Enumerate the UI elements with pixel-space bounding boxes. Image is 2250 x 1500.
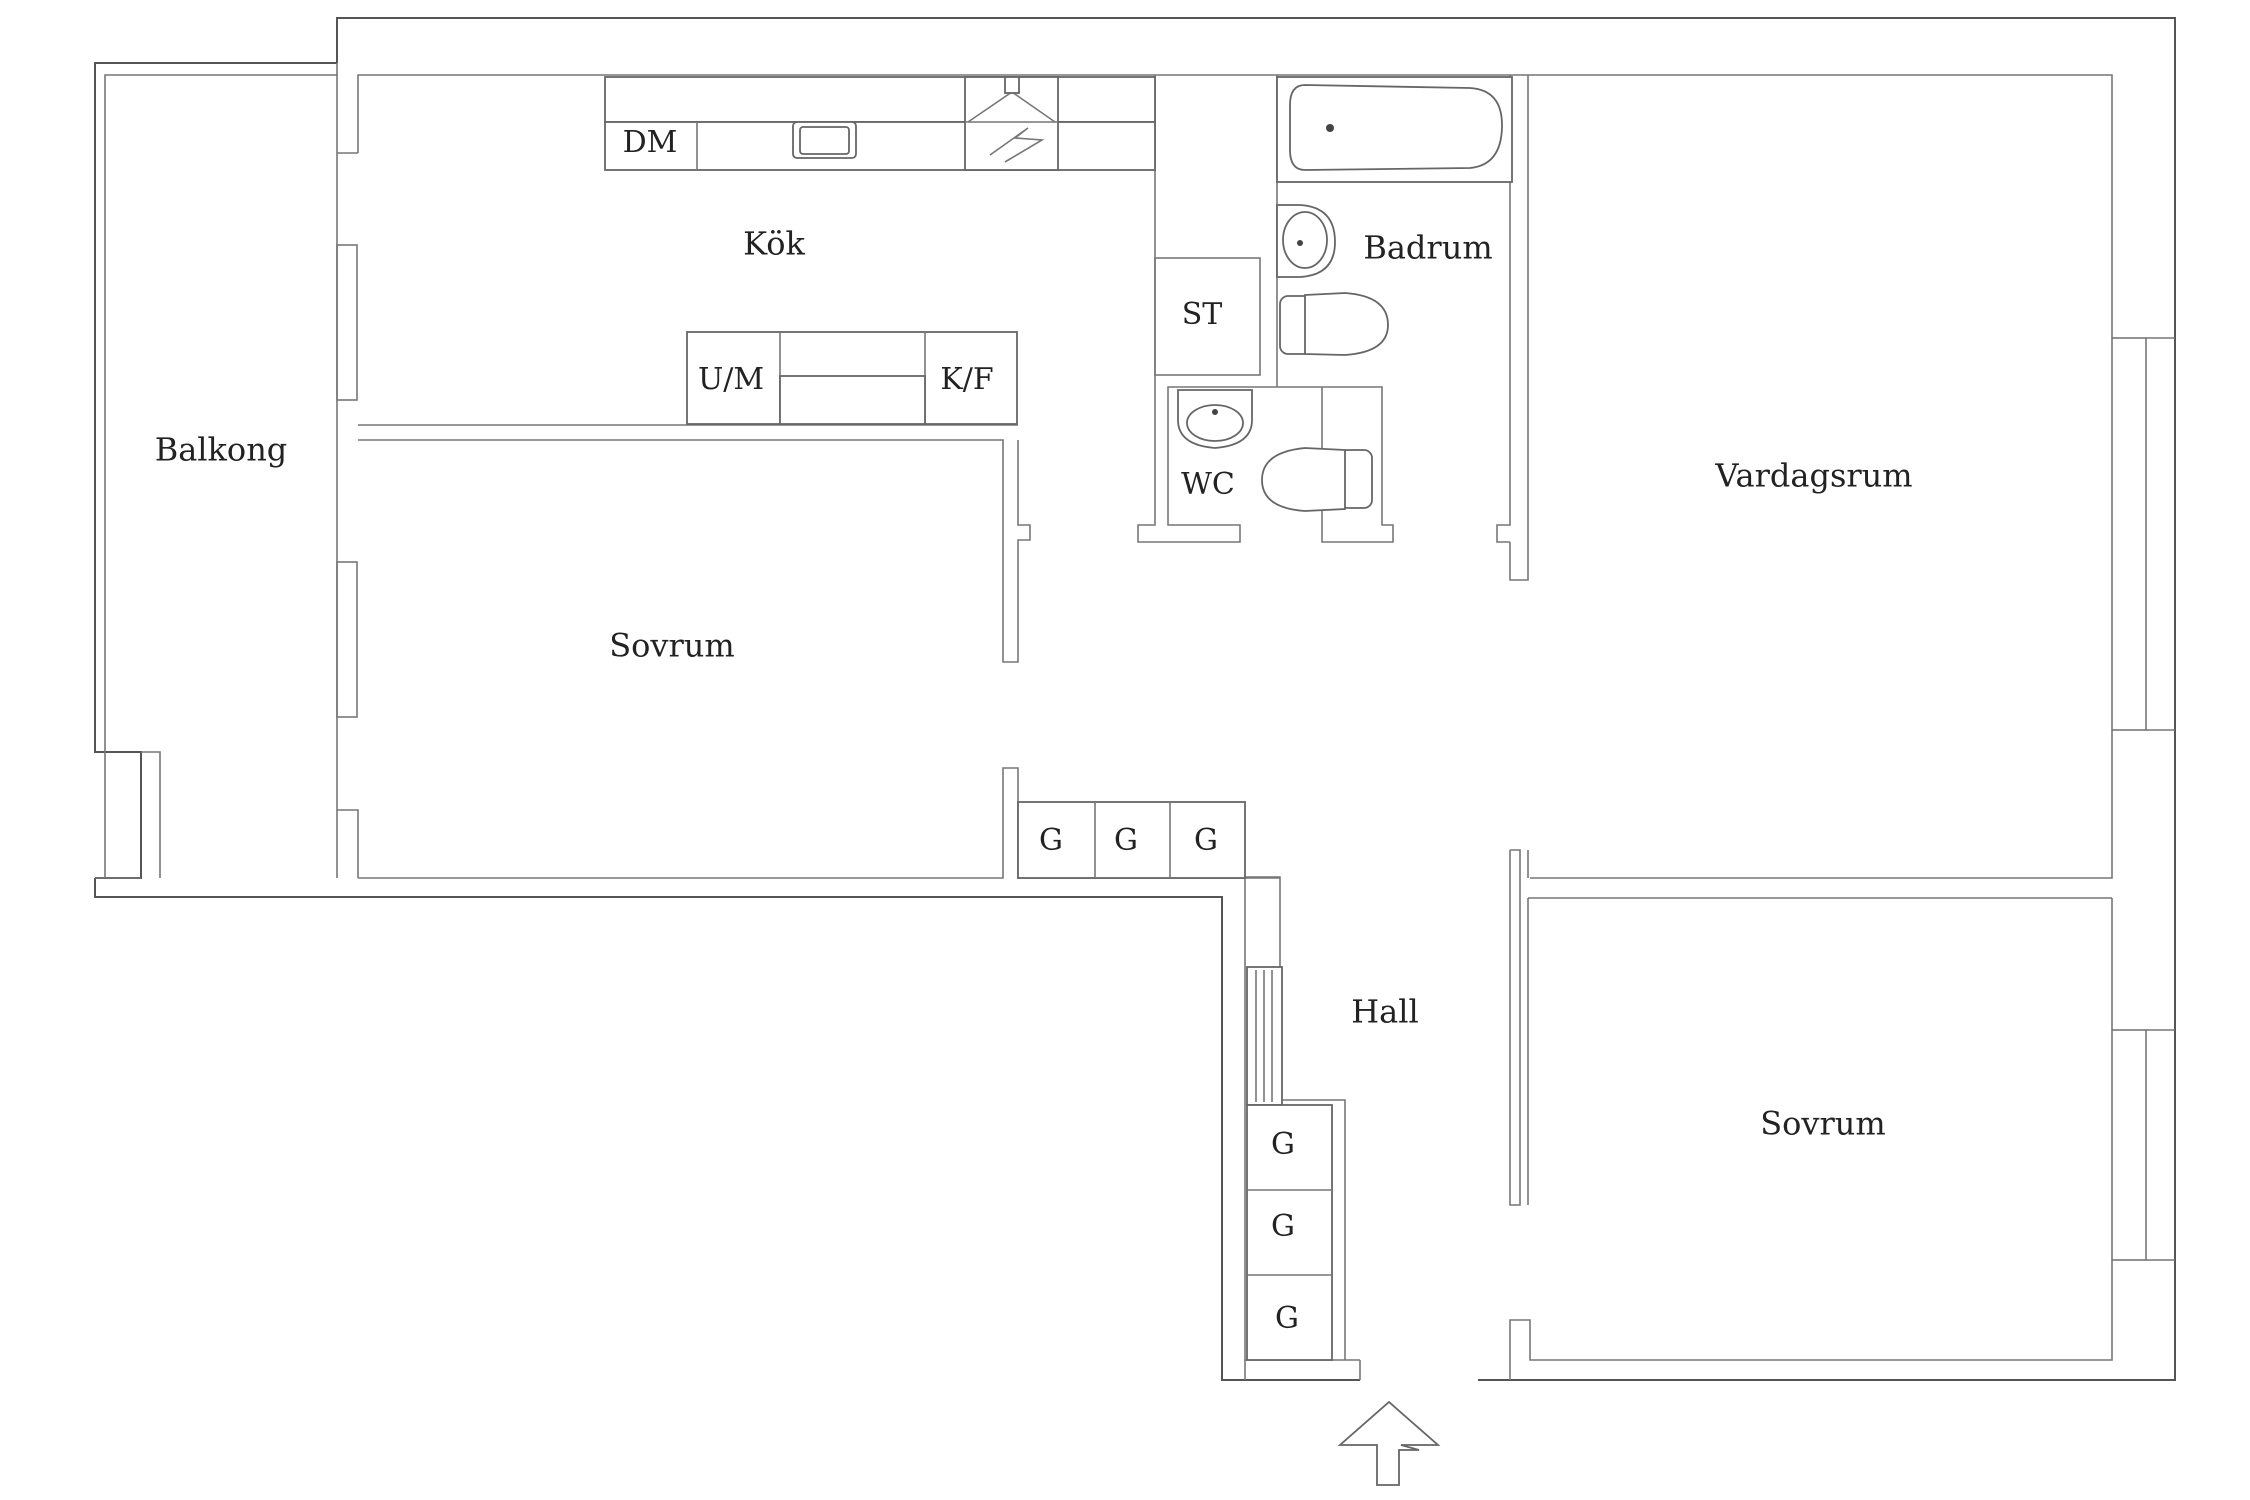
bedroom-wardrobes bbox=[1017, 801, 1246, 879]
wc-toilet-icon bbox=[1261, 447, 1373, 512]
label-fridge-freezer: K/F bbox=[940, 362, 993, 397]
bathroom-sink-icon bbox=[1276, 204, 1336, 278]
label-bathroom: Badrum bbox=[1363, 229, 1492, 267]
kitchen-appliance-row bbox=[686, 331, 1018, 425]
label-wardrobe: G bbox=[1039, 823, 1063, 858]
wc-sink-icon bbox=[1177, 389, 1253, 449]
bathtub-icon bbox=[1276, 76, 1513, 183]
interior-walls bbox=[336, 75, 2112, 1206]
kitchen-sink-icon bbox=[792, 121, 857, 159]
label-wardrobe: G bbox=[1114, 823, 1138, 858]
bathroom-toilet-icon bbox=[1279, 292, 1389, 356]
label-living-room: Vardagsrum bbox=[1714, 457, 1912, 495]
label-wardrobe: G bbox=[1275, 1301, 1299, 1336]
label-kitchen: Kök bbox=[743, 225, 805, 263]
label-bedroom-right: Sovrum bbox=[1760, 1105, 1886, 1143]
label-wardrobe: G bbox=[1271, 1127, 1295, 1162]
label-wardrobe: G bbox=[1194, 823, 1218, 858]
label-bedroom-left: Sovrum bbox=[609, 627, 735, 665]
label-storage: ST bbox=[1182, 297, 1223, 332]
label-oven-microwave: U/M bbox=[698, 362, 764, 397]
label-hall: Hall bbox=[1351, 993, 1418, 1031]
label-toilet: WC bbox=[1181, 467, 1235, 502]
windows bbox=[336, 244, 2175, 1261]
hall-wardrobes bbox=[1246, 1104, 1333, 1361]
outer-walls bbox=[94, 17, 2176, 1381]
label-dishwasher: DM bbox=[623, 125, 678, 160]
label-wardrobe: G bbox=[1271, 1209, 1295, 1244]
hall-radiator-icon bbox=[1246, 966, 1283, 1106]
kitchen-counter bbox=[604, 76, 1156, 171]
label-balcony: Balkong bbox=[155, 431, 288, 469]
entrance-arrow-icon bbox=[1337, 1400, 1441, 1486]
